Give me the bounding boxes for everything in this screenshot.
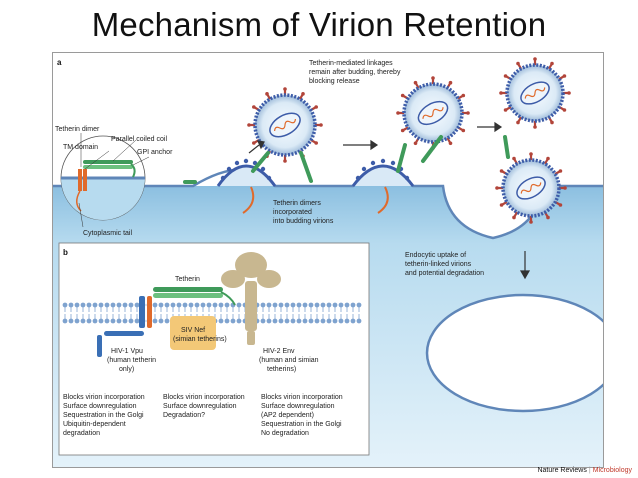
effect-item: (AP2 dependent) (261, 412, 314, 419)
label-env-3: tetherins) (267, 366, 296, 373)
panel-b-labels: b Tetherin HIV-1 Vpu (human tetherin onl… (63, 248, 343, 437)
effect-item: Sequestration in the Golgi (63, 412, 144, 419)
mechanism-diagram: a Tetherin dimer Parallel coiled coil TM… (53, 57, 603, 467)
effect-item: Blocks virion incorporation (261, 394, 343, 401)
effect-item: Blocks virion incorporation (163, 394, 245, 401)
figure-credit: Nature Reviews|Microbiology (537, 467, 632, 474)
panel-a-letter: a (57, 58, 62, 67)
label-nef-1: SIV Nef (181, 327, 205, 334)
label-endocytic-3: and potential degradation (405, 270, 484, 277)
effect-item: No degradation (261, 430, 309, 437)
effect-item: Surface downregulation (63, 403, 137, 410)
panel-b-box (58, 242, 370, 456)
label-parallel-coiled-coil: Parallel coiled coil (111, 136, 167, 143)
label-vpu-3: only) (119, 366, 134, 373)
label-linkages-3: blocking release (309, 78, 360, 85)
effect-item: Ubiquitin-dependent (63, 421, 126, 428)
slide-title: Mechanism of Virion Retention (91, 6, 547, 43)
effect-item: Surface downregulation (163, 403, 237, 410)
effect-item: Surface downregulation (261, 403, 335, 410)
env-protein (221, 252, 281, 345)
vpu-protein (139, 296, 145, 328)
label-env-2: (human and simian (259, 357, 319, 364)
panel-a-labels: a Tetherin dimer Parallel coiled coil TM… (55, 58, 484, 277)
label-tetherin: Tetherin (175, 276, 200, 283)
credit-separator: | (588, 467, 591, 474)
effect-item: degradation (63, 430, 100, 437)
label-dimers-3: into budding virions (273, 218, 334, 225)
effect-item: Degradation? (163, 412, 205, 419)
label-dimers-2: incorporated (273, 209, 312, 216)
label-linkages-1: Tetherin-mediated linkages (309, 60, 393, 67)
label-env-1: HIV-2 Env (263, 348, 295, 355)
panel-b-tetherin (153, 287, 223, 292)
effect-item: Blocks virion incorporation (63, 394, 145, 401)
nef-protein (170, 316, 216, 350)
virion (499, 57, 571, 129)
label-vpu-1: HIV-1 Vpu (111, 348, 143, 355)
inset-leader-lines (78, 133, 150, 228)
credit-brand: Nature Reviews (537, 467, 587, 474)
virion (396, 76, 470, 150)
label-linkages-2: remain after budding, thereby (309, 69, 401, 76)
label-nef-2: (simian tetherins) (173, 336, 227, 343)
process-arrows (248, 121, 531, 280)
label-tm-domain: TM domain (63, 144, 98, 151)
label-gpi-anchor: GPI anchor (137, 149, 173, 156)
label-tetherin-dimer: Tetherin dimer (55, 126, 100, 133)
virion (247, 87, 323, 163)
label-dimers-1: Tetherin dimers (273, 200, 321, 207)
endosome (425, 293, 603, 413)
panel-b-letter: b (63, 248, 68, 257)
label-endocytic-2: tetherin-linked virions (405, 261, 472, 268)
tetherin-linkages (251, 135, 510, 183)
label-cytoplasmic-tail: Cytoplasmic tail (83, 230, 132, 237)
credit-journal: Microbiology (592, 467, 632, 474)
figure-panel: a Tetherin dimer Parallel coiled coil TM… (52, 52, 604, 468)
label-vpu-2: (human tetherin (107, 357, 156, 364)
effect-item: Sequestration in the Golgi (261, 421, 342, 428)
tetherin-zoom-inset (60, 135, 146, 221)
label-endocytic-1: Endocytic uptake of (405, 252, 466, 259)
virion (495, 152, 567, 224)
budding-virion-1 (183, 158, 277, 214)
